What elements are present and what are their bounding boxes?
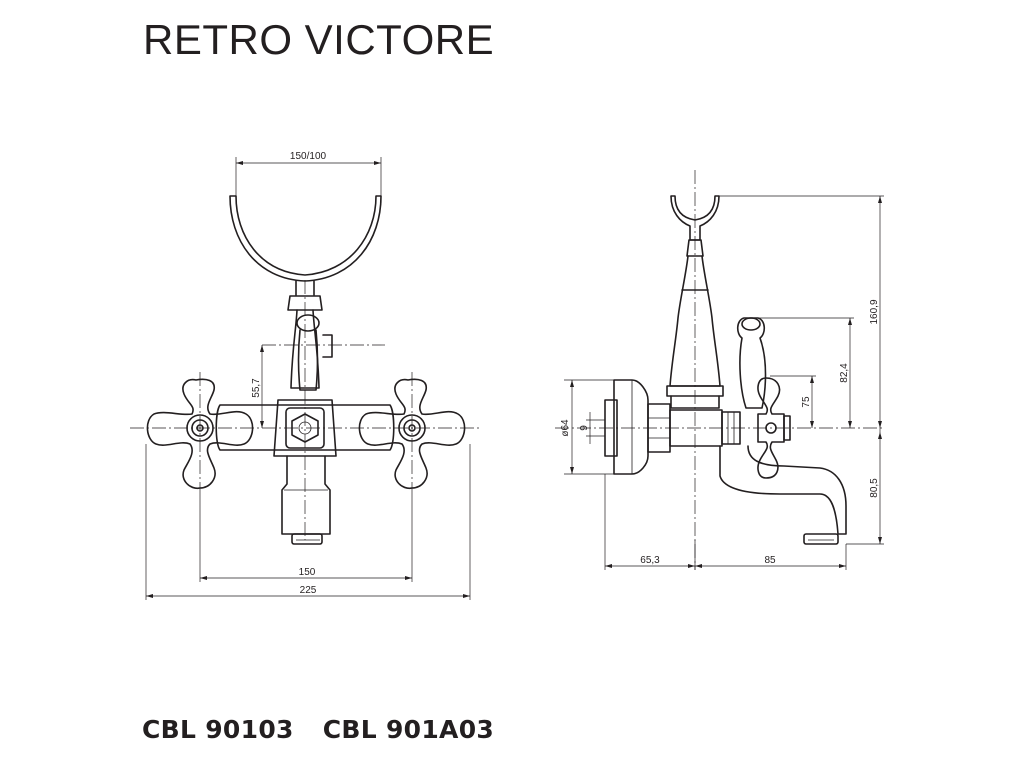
shower-holder xyxy=(229,195,382,391)
side-body xyxy=(669,317,791,479)
dim-total-height: 160,9 xyxy=(869,299,880,324)
product-code: CBL 90103 xyxy=(142,715,294,744)
spout-front xyxy=(281,455,331,545)
dim-handle-axis: 75 xyxy=(801,396,812,408)
dim-centers: 150 xyxy=(299,567,316,578)
dim-inlet: 9 xyxy=(579,425,590,431)
product-title: RETRO VICTORE xyxy=(143,16,495,63)
mixer-body xyxy=(215,399,395,457)
front-dimensions: 150/100 55,7 150 225 xyxy=(145,151,471,600)
side-dimensions: ø64 9 65,3 85 160,9 xyxy=(560,195,884,570)
front-view: 150/100 55,7 150 225 xyxy=(130,151,480,600)
side-view: ø64 9 65,3 85 160,9 xyxy=(555,170,885,570)
dim-flange-diameter: ø64 xyxy=(560,419,571,437)
dim-handle-top: 82,4 xyxy=(839,363,850,383)
dim-depth-wall: 65,3 xyxy=(640,555,660,566)
dim-holder-width: 150/100 xyxy=(290,151,327,162)
dim-height-to-axis: 55,7 xyxy=(251,378,262,398)
dim-overall-width: 225 xyxy=(300,585,317,596)
side-shower-holder xyxy=(666,195,724,409)
dim-spout-reach: 85 xyxy=(764,555,776,566)
wall-flange xyxy=(604,379,671,475)
dim-spout-drop: 80,5 xyxy=(869,478,880,498)
side-spout xyxy=(719,445,847,545)
product-code: CBL 901A03 xyxy=(322,715,495,744)
product-codes: CBL 90103 CBL 901A03 xyxy=(142,715,514,744)
